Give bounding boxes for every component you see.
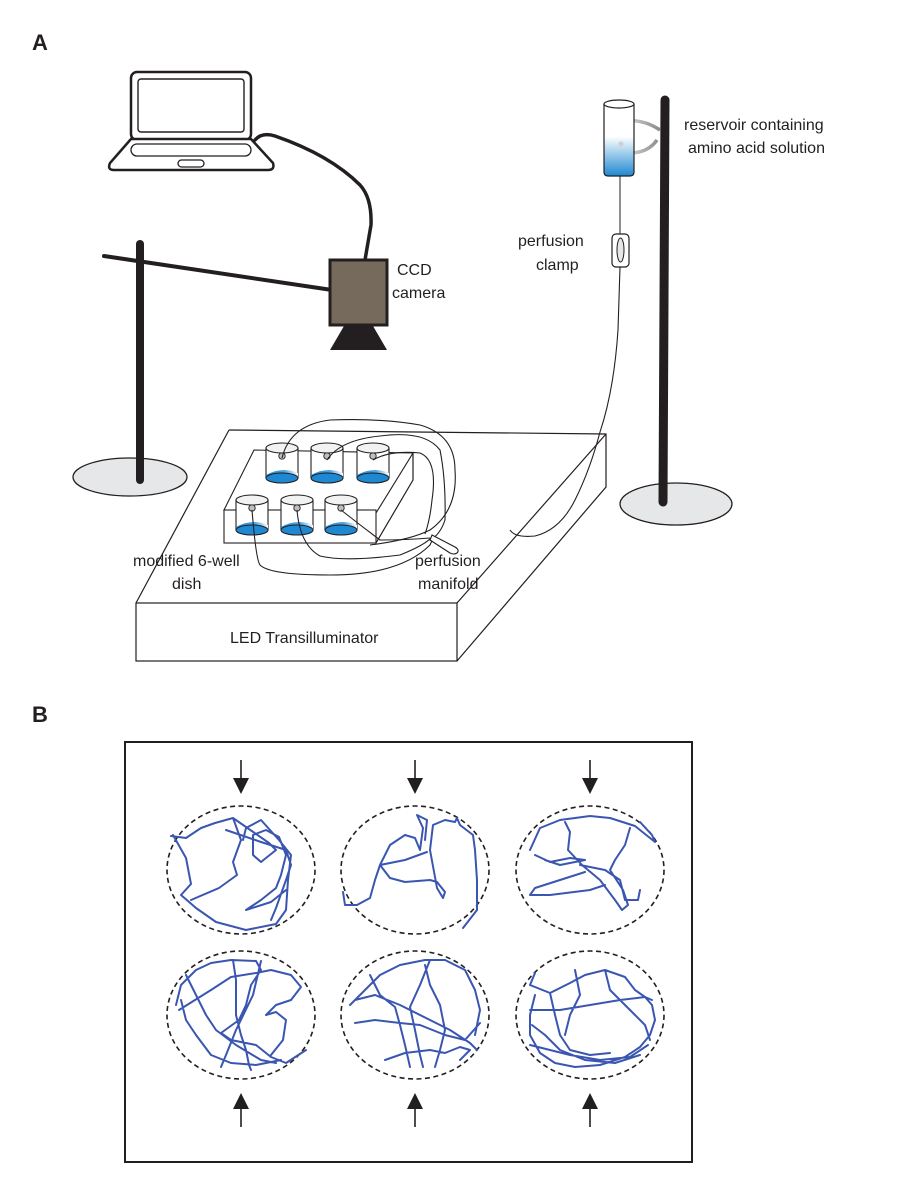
led-transilluminator (135, 429, 607, 662)
inlet-port-icon (323, 452, 331, 460)
arrow-up-icon (407, 1093, 423, 1127)
arrow-down-icon (582, 760, 598, 794)
inlet-port-icon (369, 452, 377, 460)
laptop-icon (107, 70, 275, 172)
arrow-up-icon (582, 1093, 598, 1127)
well-dish-label-line2: dish (172, 576, 201, 593)
tracking-well-top-2 (340, 760, 490, 935)
perfusion-tubes (251, 419, 456, 576)
dish-well (265, 442, 299, 484)
manifold-label-line2: manifold (418, 576, 478, 593)
movement-track (529, 969, 656, 1068)
reservoir-label-line2: amino acid solution (688, 140, 825, 157)
arrow-down-icon (407, 760, 423, 794)
camera-cable (253, 132, 373, 262)
perfusion-clamp-icon (611, 233, 630, 268)
panel-b-label: B (32, 702, 48, 727)
perfusion-clamp-label-line1: perfusion (518, 233, 584, 250)
well-outline (340, 805, 490, 935)
movement-track (342, 814, 478, 929)
movement-track (170, 817, 292, 931)
manifold-label-line1: perfusion (415, 553, 481, 570)
ccd-camera-label-line1: CCD (397, 262, 432, 279)
dish-well (280, 494, 314, 536)
dish-well (235, 494, 269, 536)
tracking-wells (166, 760, 665, 1127)
inlet-port-icon (337, 504, 345, 512)
perfusion-manifold-icon (429, 534, 459, 555)
panel-b-frame (124, 741, 693, 1163)
movement-track (175, 959, 307, 1071)
dish-well (324, 494, 358, 536)
right-stand (619, 95, 733, 526)
movement-track (529, 815, 656, 911)
ccd-camera-icon (328, 258, 389, 350)
well-outline (166, 950, 316, 1080)
well-outline (166, 805, 316, 935)
dish-well (356, 442, 390, 484)
reservoir-icon (603, 99, 661, 177)
tracking-well-bottom-3 (515, 950, 665, 1127)
tracking-well-top-1 (166, 760, 316, 935)
well-outline (340, 950, 490, 1080)
tracking-well-bottom-2 (340, 950, 490, 1127)
transilluminator-label: LED Transilluminator (230, 630, 379, 647)
well-outline (515, 950, 665, 1080)
well-outline (515, 805, 665, 935)
well-dish-label-line1: modified 6-well (133, 553, 240, 570)
left-stand (72, 240, 334, 497)
reservoir-label-line1: reservoir containing (684, 117, 824, 134)
ccd-camera-label-line2: camera (392, 285, 445, 302)
tracking-well-bottom-1 (166, 950, 316, 1127)
arrow-down-icon (233, 760, 249, 794)
tracking-well-top-3 (515, 760, 665, 935)
perfusion-clamp-label-line2: clamp (536, 257, 579, 274)
arrow-up-icon (233, 1093, 249, 1127)
panel-a-label: A (32, 30, 48, 55)
perfusion-tube-lower (509, 266, 621, 537)
movement-track (349, 959, 481, 1068)
